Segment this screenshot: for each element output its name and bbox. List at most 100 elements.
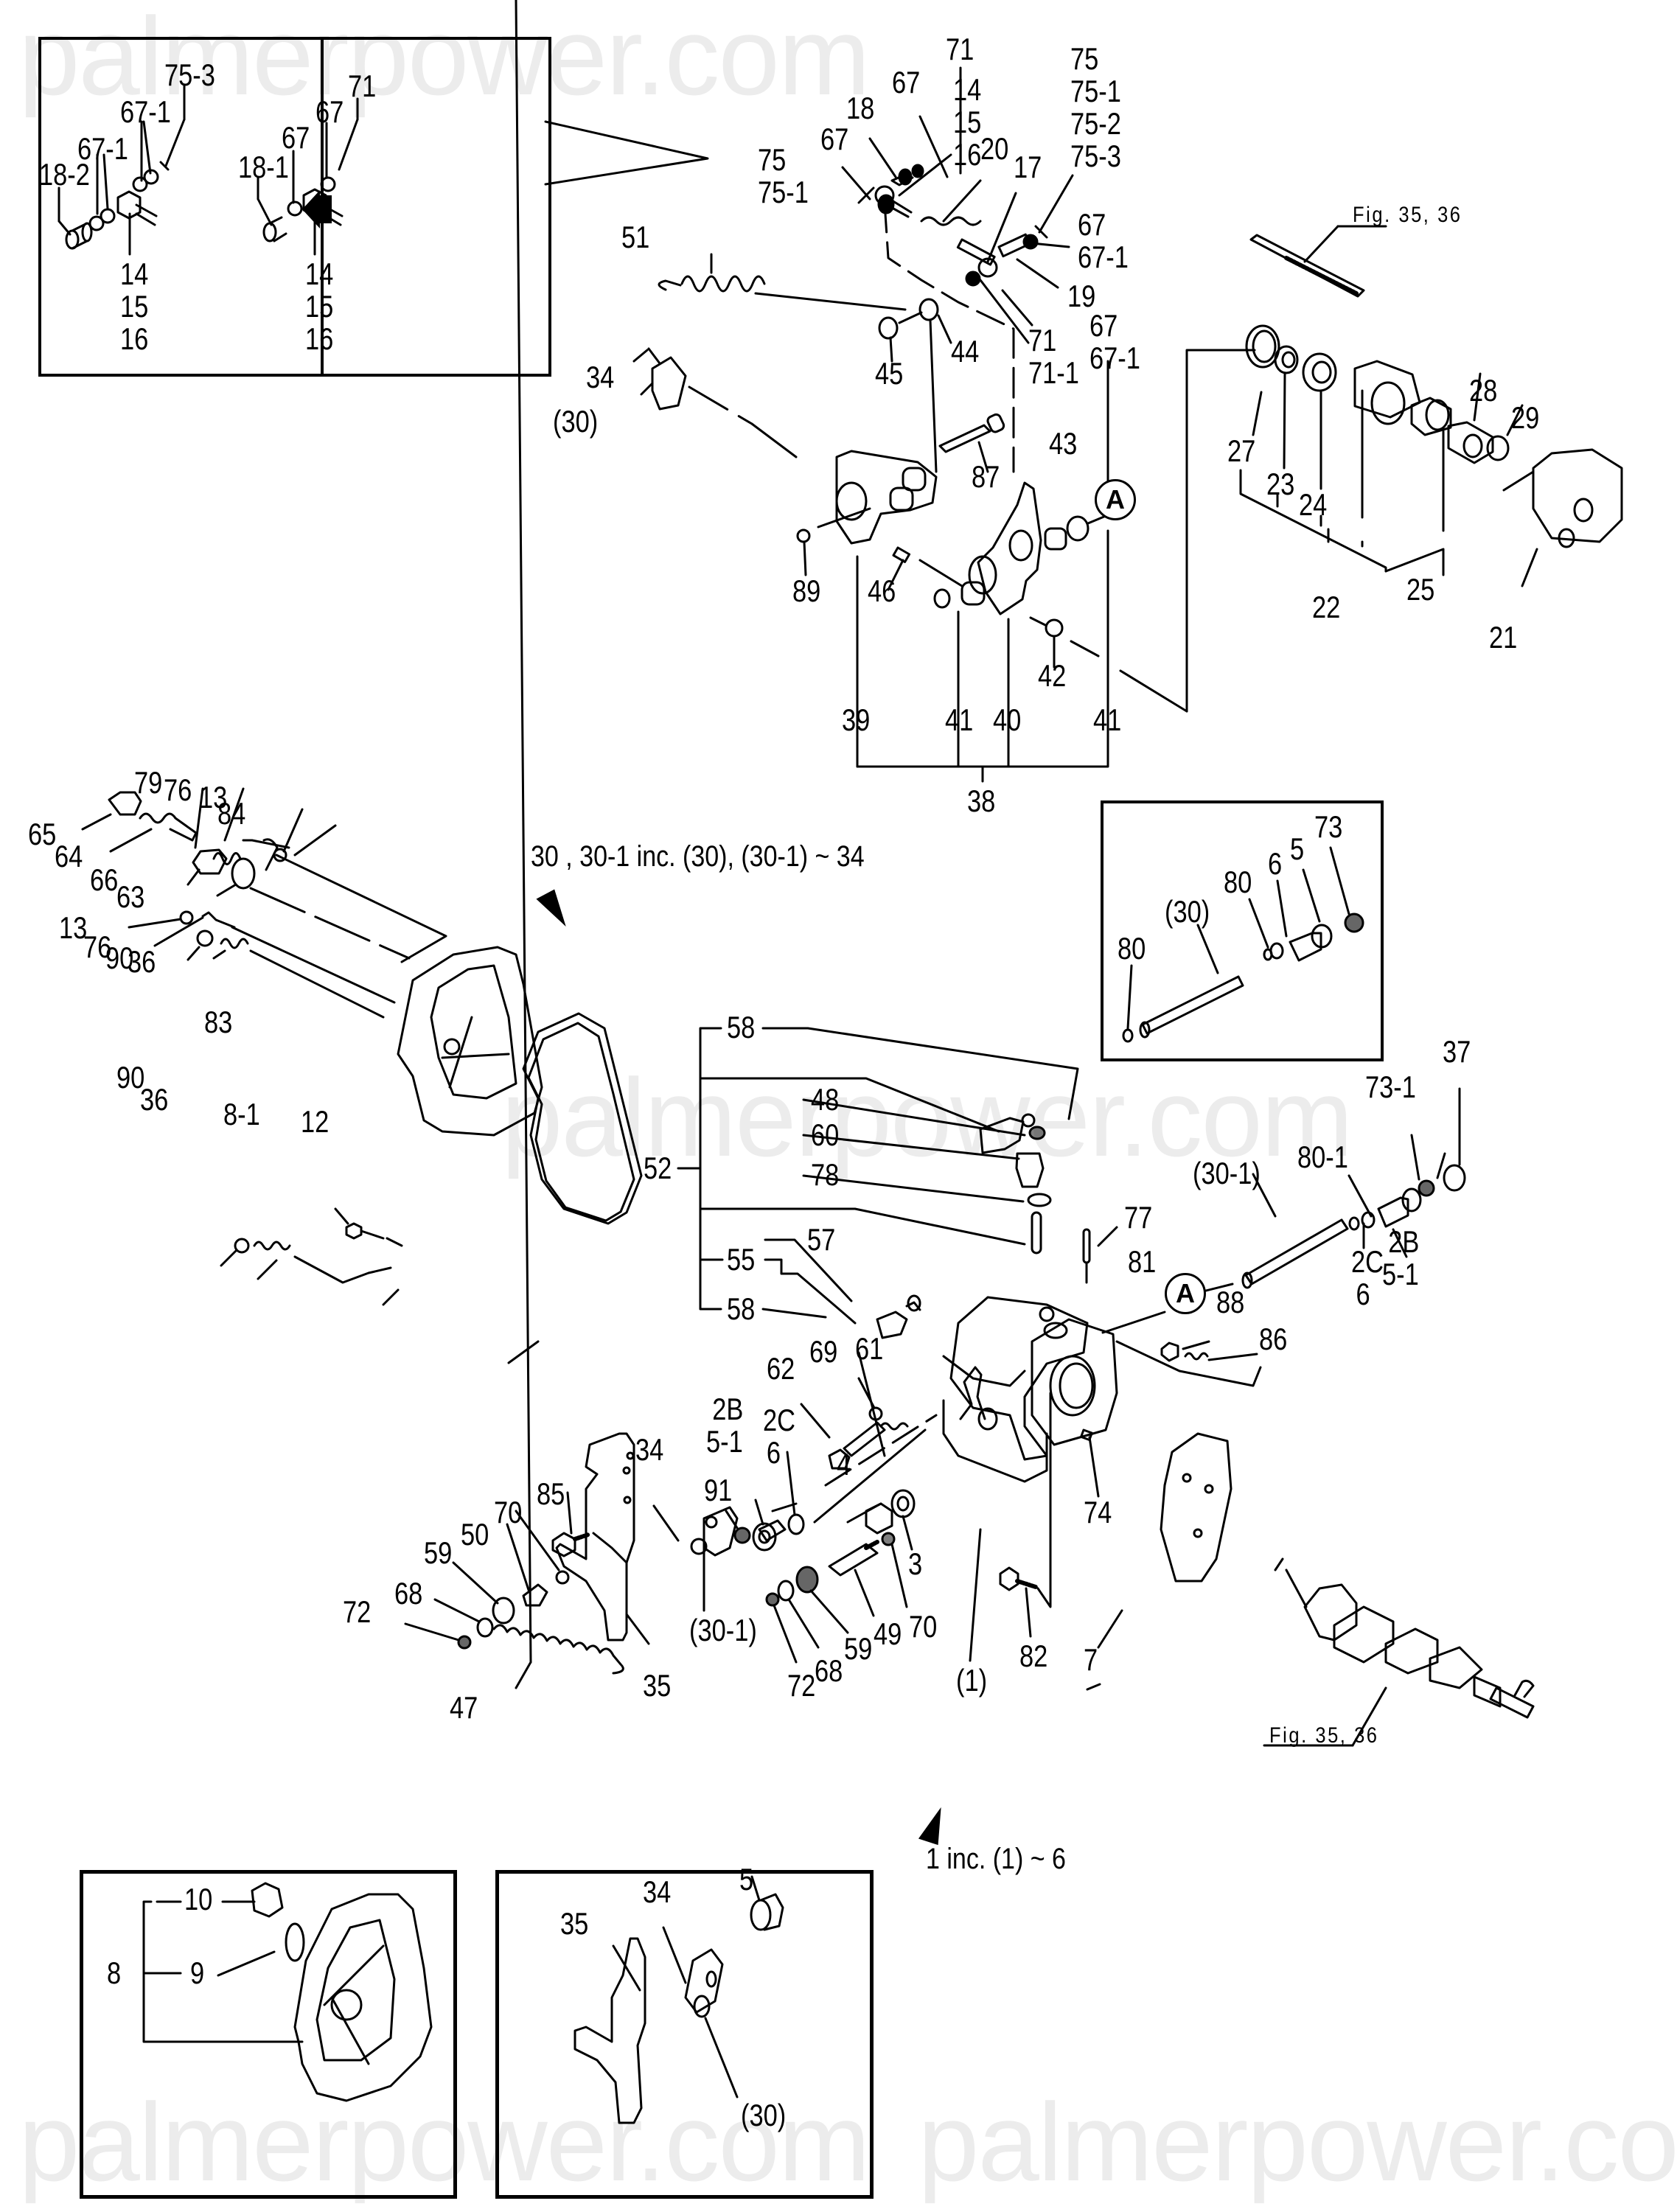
- part-label: 38: [967, 784, 996, 818]
- part-label: 67: [282, 120, 310, 155]
- assembly-note-1: 1 inc. (1) ~ 6: [926, 1843, 1066, 1875]
- part-label: 50: [461, 1517, 489, 1552]
- part-label: 8: [107, 1955, 122, 1990]
- part-label: 3: [908, 1546, 923, 1581]
- lower-accessory-parts: [404, 0, 1123, 1689]
- part-label: 69: [809, 1334, 838, 1369]
- part-label: 41: [1093, 702, 1122, 737]
- part-label: 70: [494, 1495, 523, 1529]
- left-cover-parts: [81, 787, 643, 1364]
- part-label: 5: [1290, 831, 1305, 866]
- part-label: 45: [875, 356, 904, 391]
- watermark: palmerpower.com: [18, 2080, 871, 2204]
- part-label: 12: [301, 1104, 330, 1139]
- part-label: 74: [1084, 1495, 1112, 1529]
- part-label: 55: [727, 1242, 756, 1277]
- part-label: 20: [980, 131, 1009, 166]
- part-label: 80: [1224, 865, 1252, 899]
- part-label: 29: [1511, 400, 1540, 435]
- part-label: 36: [128, 944, 156, 979]
- part-label: 43: [1049, 426, 1078, 461]
- inset-box-top-left: [38, 37, 551, 377]
- part-label: 86: [1259, 1322, 1288, 1356]
- part-label: 41: [945, 702, 974, 737]
- part-label: 36: [140, 1082, 169, 1117]
- part-label: (30): [741, 2098, 787, 2132]
- part-label: 71: [946, 32, 975, 66]
- inset-box-bottom-left: [80, 1870, 457, 2199]
- part-label: 87: [972, 459, 1000, 494]
- part-label: 23: [1266, 467, 1295, 501]
- part-label: 7: [1084, 1642, 1098, 1677]
- part-label: 46: [868, 573, 896, 608]
- part-label: 18-1: [238, 150, 289, 184]
- part-label: 34: [635, 1432, 664, 1467]
- camshaft: [1263, 1557, 1535, 1747]
- part-label: 90: [105, 941, 134, 975]
- part-label: 40: [993, 702, 1022, 737]
- left-arrow-icon: [302, 190, 320, 228]
- part-label: 68: [394, 1576, 423, 1611]
- shaft-inset-parts: [1122, 846, 1364, 1043]
- part-label: 61: [855, 1331, 884, 1366]
- part-label: 25: [1406, 572, 1435, 607]
- part-label: 19: [1067, 279, 1096, 313]
- part-label: 67: [315, 94, 344, 129]
- flyweight-assembly: [1239, 225, 1623, 587]
- part-label: 66: [90, 862, 119, 897]
- part-label: 59: [844, 1631, 873, 1666]
- part-label: 52: [644, 1151, 672, 1185]
- part-label: 75-3: [164, 57, 215, 92]
- part-label: 13: [199, 780, 228, 814]
- part-label: 51: [621, 220, 650, 254]
- part-label: (30): [553, 404, 599, 439]
- part-label: 6: [1268, 846, 1283, 881]
- part-label: 88: [1216, 1285, 1245, 1319]
- part-label: (1): [956, 1663, 988, 1698]
- part-label: 67-1: [77, 131, 128, 166]
- figure-reference: Fig. 35, 36: [1269, 1723, 1379, 1748]
- part-label: 48: [811, 1082, 840, 1117]
- part-label: 28: [1469, 373, 1498, 408]
- part-label: 24: [1299, 487, 1328, 522]
- part-label: 62: [767, 1351, 795, 1386]
- part-label: 44: [951, 334, 980, 369]
- part-label: (30-1): [689, 1613, 757, 1647]
- part-label: 5: [739, 1862, 754, 1897]
- part-label: 63: [116, 879, 145, 914]
- part-label: 89: [792, 573, 821, 608]
- left-arrow-icon-tail: [318, 195, 332, 223]
- part-label: 73: [1314, 809, 1343, 844]
- reference-circle-a: A: [1165, 1273, 1206, 1314]
- part-label: 91: [704, 1473, 733, 1507]
- part-label: 4: [837, 1447, 851, 1482]
- part-label: 73-1: [1365, 1070, 1416, 1104]
- governor-parts: [632, 66, 1256, 783]
- assembly-note-30: 30 , 30-1 inc. (30), (30-1) ~ 34: [531, 840, 865, 873]
- part-label: 9: [190, 1955, 205, 1990]
- part-label: 76: [83, 929, 112, 964]
- reference-circle-a: A: [1095, 479, 1136, 520]
- part-label: 39: [842, 702, 871, 737]
- watermark: palmerpower.com: [18, 0, 871, 118]
- part-label: (30): [1165, 894, 1210, 929]
- part-label: 72: [787, 1668, 816, 1703]
- inset-right-parts: [257, 97, 359, 256]
- part-label: 90: [116, 1060, 145, 1095]
- part-label: 35: [643, 1668, 672, 1703]
- part-label: 21: [1489, 620, 1518, 655]
- part-label: 58: [727, 1010, 756, 1044]
- part-label: 76: [164, 772, 192, 807]
- part-label: 81: [1128, 1244, 1157, 1279]
- part-label: 78: [811, 1157, 840, 1192]
- part-label: 64: [55, 839, 83, 873]
- part-label: 42: [1038, 658, 1067, 693]
- part-label: 67: [820, 122, 849, 156]
- figure-reference: Fig. 35, 36: [1353, 203, 1462, 227]
